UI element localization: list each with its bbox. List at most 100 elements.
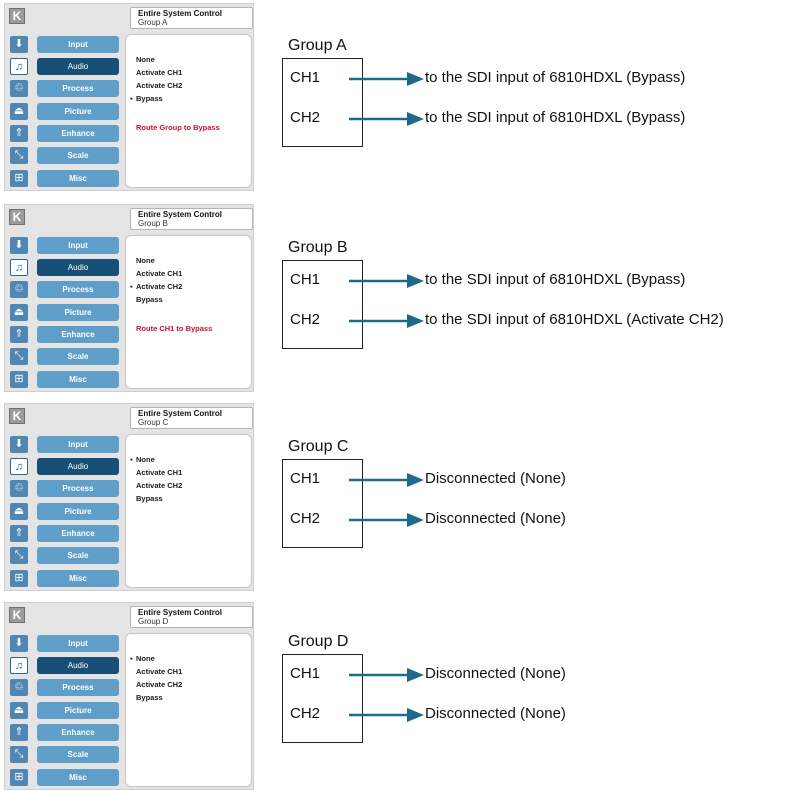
menu-picture-button[interactable]: Picture	[37, 103, 119, 120]
menu-audio-button[interactable]: Audio	[37, 458, 119, 475]
destination-label: to the SDI input of 6810HDXL (Bypass)	[425, 109, 686, 126]
channel-label: CH2	[290, 109, 321, 126]
option-label: Activate CH1	[136, 68, 183, 77]
option-item[interactable]: Bypass	[130, 295, 163, 304]
menu-process-button[interactable]: Process	[37, 679, 119, 696]
menu-scale-button[interactable]: Scale	[37, 147, 119, 164]
channel-label: CH1	[290, 271, 321, 288]
kramer-logo-icon: K	[9, 209, 25, 225]
input-arrow-icon: ⬇	[10, 635, 28, 652]
menu-scale-button[interactable]: Scale	[37, 547, 119, 564]
diagram-group-title: Group B	[288, 239, 348, 256]
option-item[interactable]: Activate CH1	[130, 269, 182, 278]
route-action-button[interactable]: Route CH1 to Bypass	[136, 324, 213, 333]
channel-label: CH2	[290, 705, 321, 722]
menu-audio-button[interactable]: Audio	[37, 259, 119, 276]
menu-picture-button[interactable]: Picture	[37, 304, 119, 321]
option-item[interactable]: None	[130, 55, 155, 64]
destination-label: Disconnected (None)	[425, 470, 566, 487]
option-item[interactable]: None	[130, 256, 155, 265]
menu-input-button[interactable]: Input	[37, 237, 119, 254]
selected-bullet-icon: ▪	[130, 282, 133, 291]
arrow-right-icon	[349, 274, 424, 288]
option-label: Activate CH1	[136, 667, 183, 676]
menu-misc-button[interactable]: Misc	[37, 170, 119, 187]
picture-icon: ⏏	[10, 702, 28, 719]
menu-audio-button[interactable]: Audio	[37, 657, 119, 674]
input-arrow-icon: ⬇	[10, 436, 28, 453]
input-arrow-icon: ⬇	[10, 36, 28, 53]
menu-audio-button[interactable]: Audio	[37, 58, 119, 75]
menu-picture-button[interactable]: Picture	[37, 702, 119, 719]
menu-misc-button[interactable]: Misc	[37, 570, 119, 587]
menu-misc-button[interactable]: Misc	[37, 371, 119, 388]
channel-box	[282, 459, 363, 548]
channel-label: CH1	[290, 69, 321, 86]
destination-label: to the SDI input of 6810HDXL (Bypass)	[425, 271, 686, 288]
option-label: Bypass	[136, 693, 163, 702]
enhance-icon: ⇑	[10, 125, 28, 142]
routing-diagram: Group B CH1 to the SDI input of 6810HDXL (…	[270, 239, 785, 379]
menu-scale-button[interactable]: Scale	[37, 746, 119, 763]
menu-process-button[interactable]: Process	[37, 80, 119, 97]
header-title: Entire System Control	[138, 409, 223, 418]
header-title: Entire System Control	[138, 608, 223, 617]
option-item[interactable]: Activate CH2	[130, 680, 182, 689]
process-icon: ♲	[10, 281, 28, 298]
menu-input-button[interactable]: Input	[37, 635, 119, 652]
option-item[interactable]: Activate CH1	[130, 468, 182, 477]
menu-input-button[interactable]: Input	[37, 436, 119, 453]
option-item[interactable]: ▪None	[130, 455, 155, 464]
header-title: Entire System Control	[138, 9, 223, 18]
option-item[interactable]: Bypass	[130, 693, 163, 702]
option-item[interactable]: Activate CH1	[130, 68, 182, 77]
channel-label: CH1	[290, 470, 321, 487]
option-item[interactable]: ▪Bypass	[130, 94, 163, 103]
scale-icon: ⤡	[10, 348, 28, 365]
process-icon: ♲	[10, 480, 28, 497]
scale-icon: ⤡	[10, 547, 28, 564]
menu-picture-button[interactable]: Picture	[37, 503, 119, 520]
option-item[interactable]: ▪Activate CH2	[130, 282, 182, 291]
option-label: None	[136, 455, 155, 464]
option-item[interactable]: ▪None	[130, 654, 155, 663]
header-title: Entire System Control	[138, 210, 223, 219]
process-icon: ♲	[10, 679, 28, 696]
misc-icon: ⊞	[10, 769, 28, 786]
channel-box	[282, 654, 363, 743]
menu-process-button[interactable]: Process	[37, 480, 119, 497]
menu-process-button[interactable]: Process	[37, 281, 119, 298]
enhance-icon: ⇑	[10, 724, 28, 741]
menu-enhance-button[interactable]: Enhance	[37, 525, 119, 542]
destination-label: Disconnected (None)	[425, 665, 566, 682]
option-item[interactable]: Activate CH2	[130, 81, 182, 90]
destination-label: Disconnected (None)	[425, 510, 566, 527]
misc-icon: ⊞	[10, 170, 28, 187]
misc-icon: ⊞	[10, 570, 28, 587]
menu-enhance-button[interactable]: Enhance	[37, 724, 119, 741]
channel-box	[282, 260, 363, 349]
menu-input-button[interactable]: Input	[37, 36, 119, 53]
menu-scale-button[interactable]: Scale	[37, 348, 119, 365]
menu-misc-button[interactable]: Misc	[37, 769, 119, 786]
routing-diagram: Group A CH1 to the SDI input of 6810HDXL (…	[270, 37, 785, 177]
diagram-group-title: Group A	[288, 37, 347, 54]
channel-label: CH2	[290, 311, 321, 328]
header-group: Group C	[138, 418, 169, 427]
route-action-button[interactable]: Route Group to Bypass	[136, 123, 220, 132]
menu-enhance-button[interactable]: Enhance	[37, 125, 119, 142]
option-item[interactable]: Activate CH1	[130, 667, 182, 676]
destination-label: to the SDI input of 6810HDXL (Bypass)	[425, 69, 686, 86]
menu-enhance-button[interactable]: Enhance	[37, 326, 119, 343]
option-item[interactable]: Bypass	[130, 494, 163, 503]
option-item[interactable]: Activate CH2	[130, 481, 182, 490]
option-label: Activate CH2	[136, 282, 183, 291]
